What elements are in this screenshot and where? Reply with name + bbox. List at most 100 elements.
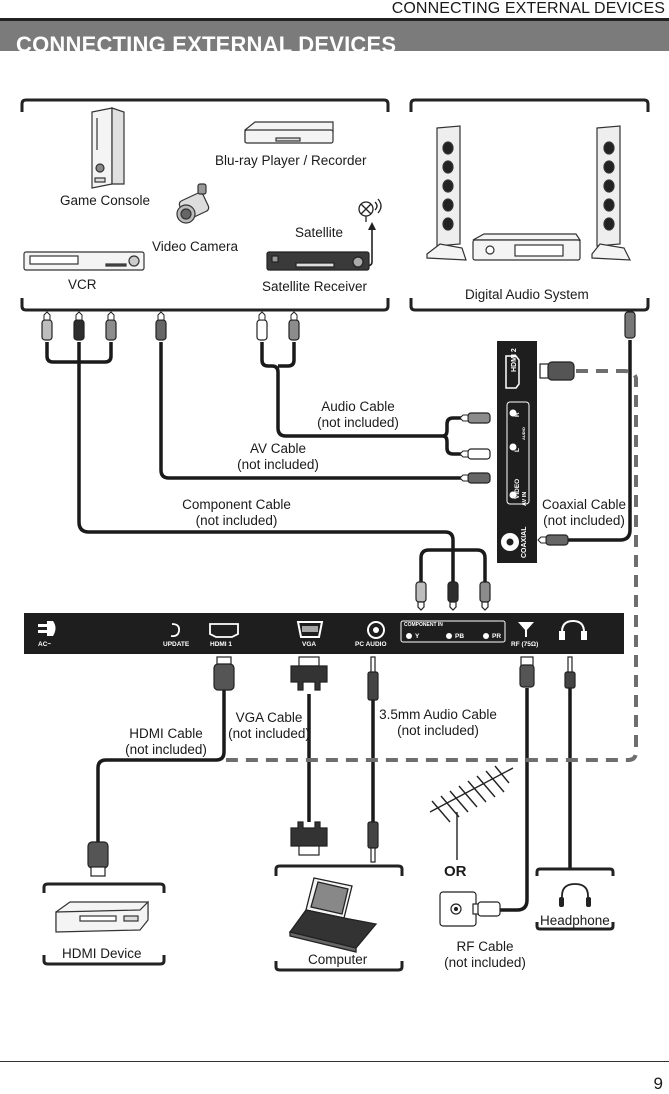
side-label-hdmi2: HDMI 2 [511, 348, 518, 372]
page-number: 9 [653, 1074, 663, 1093]
hdmi2-plug [539, 361, 575, 381]
side-label-audio: AUDIO [521, 427, 526, 440]
audio-plug-red-top [288, 311, 300, 341]
hdmi-device-bracket-top [42, 882, 166, 893]
label-game-console: Game Console [60, 193, 151, 208]
headphone-icon [559, 883, 591, 907]
vga-plug-bottom [290, 821, 328, 856]
game-console-icon [91, 107, 125, 189]
cable-note: (not included) [543, 513, 625, 528]
headphone-plug-top [564, 656, 576, 689]
component-in-port-group [400, 620, 506, 643]
vcr-icon [23, 251, 145, 271]
rear-label-update: UPDATE [163, 641, 190, 648]
cable-name: Coaxial Cable [541, 497, 627, 512]
audio-plug-white-side [459, 448, 491, 460]
bluray-player-icon [244, 121, 334, 144]
cable-name: Audio Cable [321, 399, 395, 414]
rear-label-hdmi1: HDMI 1 [210, 641, 233, 648]
header-rule [0, 18, 669, 21]
update-port-icon [170, 623, 181, 638]
cable-note: (not included) [317, 415, 399, 430]
left-speaker-icon [426, 125, 467, 261]
section-title: CONNECTING EXTERNAL DEVICES [16, 32, 397, 57]
component-plugs-bottom [415, 581, 491, 611]
hdmi-device-icon [55, 900, 149, 933]
footer-rule [0, 1061, 669, 1062]
coaxial-plug-side [537, 534, 569, 546]
label-audio35-cable: 3.5mm Audio Cable (not included) [376, 707, 500, 739]
rear-label-y: Y [415, 633, 420, 640]
audio-plug-white-top [256, 311, 268, 341]
cable-note: (not included) [237, 457, 319, 472]
hdmi2-port-icon [505, 355, 520, 389]
ac-power-icon [38, 621, 56, 636]
cable-name: AV Cable [249, 441, 307, 456]
rear-label-vga: VGA [302, 641, 317, 648]
hdmi1-port-icon [209, 623, 239, 638]
coaxial-port-icon [501, 533, 519, 551]
av-in-port-group [506, 401, 530, 505]
coaxial-plug-top [624, 311, 636, 339]
vga-plug-top [290, 656, 328, 691]
satellite-receiver-icon [266, 251, 370, 271]
cable-note: (not included) [125, 742, 207, 757]
hdmi-device-plug [87, 841, 109, 877]
rear-label-ac: AC~ [38, 641, 52, 648]
audio35-plug-bottom [367, 821, 379, 863]
headphone-bracket-bottom [535, 922, 615, 931]
label-vga-cable: VGA Cable (not included) [227, 710, 311, 742]
audio-plug-red-side [459, 412, 491, 424]
rf-plug-top [519, 656, 535, 688]
side-label-video: VIDEO [514, 478, 521, 499]
cable-note: (not included) [444, 955, 526, 970]
arrow-up-icon [368, 222, 376, 230]
rear-label-rf: RF (75Ω) [511, 641, 539, 648]
label-audio-cable: Audio Cable (not included) [316, 399, 400, 431]
label-rf-cable: RF Cable (not included) [443, 939, 527, 971]
cable-note: (not included) [195, 513, 278, 528]
section-title-bar [0, 21, 669, 51]
av-video-plug-side [459, 472, 491, 484]
pc-audio-port-icon [367, 621, 385, 639]
label-coaxial-cable: Coaxial Cable (not included) [541, 497, 627, 529]
av-video-plug-top [155, 311, 167, 341]
label-video-camera: Video Camera [152, 239, 239, 254]
computer-bracket-top [274, 864, 404, 876]
audio-receiver-icon [472, 233, 582, 261]
digital-audio-bracket [409, 98, 650, 312]
label-av-cable: AV Cable (not included) [236, 441, 320, 473]
cable-note: (not included) [397, 723, 479, 738]
label-computer: Computer [308, 952, 368, 967]
label-hdmi-cable: HDMI Cable (not included) [124, 726, 208, 758]
vga-port-icon [296, 621, 324, 638]
label-or: OR [444, 863, 467, 880]
rear-panel [24, 613, 624, 654]
right-speaker-icon [591, 125, 631, 261]
label-bluray: Blu-ray Player / Recorder [215, 153, 367, 168]
wall-outlet-icon [439, 891, 501, 927]
rear-label-component-in: COMPONENT IN [404, 622, 443, 628]
computer-bracket-bottom [274, 961, 404, 972]
antenna-icon [429, 765, 514, 860]
video-camera-icon [176, 183, 210, 224]
label-hdmi-device: HDMI Device [62, 946, 142, 961]
label-digital-audio-system: Digital Audio System [465, 287, 589, 302]
hdmi2-dashed-route [226, 369, 638, 762]
label-satellite: Satellite [295, 225, 344, 240]
cable-name: HDMI Cable [129, 726, 203, 741]
rf-antenna-port-icon [518, 622, 534, 637]
cable-name: VGA Cable [235, 710, 303, 725]
pc-audio-plug-top [367, 656, 379, 701]
label-component-cable: Component Cable (not included) [180, 497, 293, 529]
label-headphone: Headphone [540, 913, 610, 928]
running-header-title: CONNECTING EXTERNAL DEVICES [391, 0, 665, 17]
cable-name: 3.5mm Audio Cable [379, 707, 497, 722]
laptop-icon [288, 877, 378, 953]
cable-name: Component Cable [182, 497, 291, 512]
satellite-dish-icon [358, 198, 382, 222]
headphone-port-icon [559, 619, 587, 640]
rear-label-pr: PR [492, 633, 502, 640]
rear-label-pb: PB [455, 633, 465, 640]
